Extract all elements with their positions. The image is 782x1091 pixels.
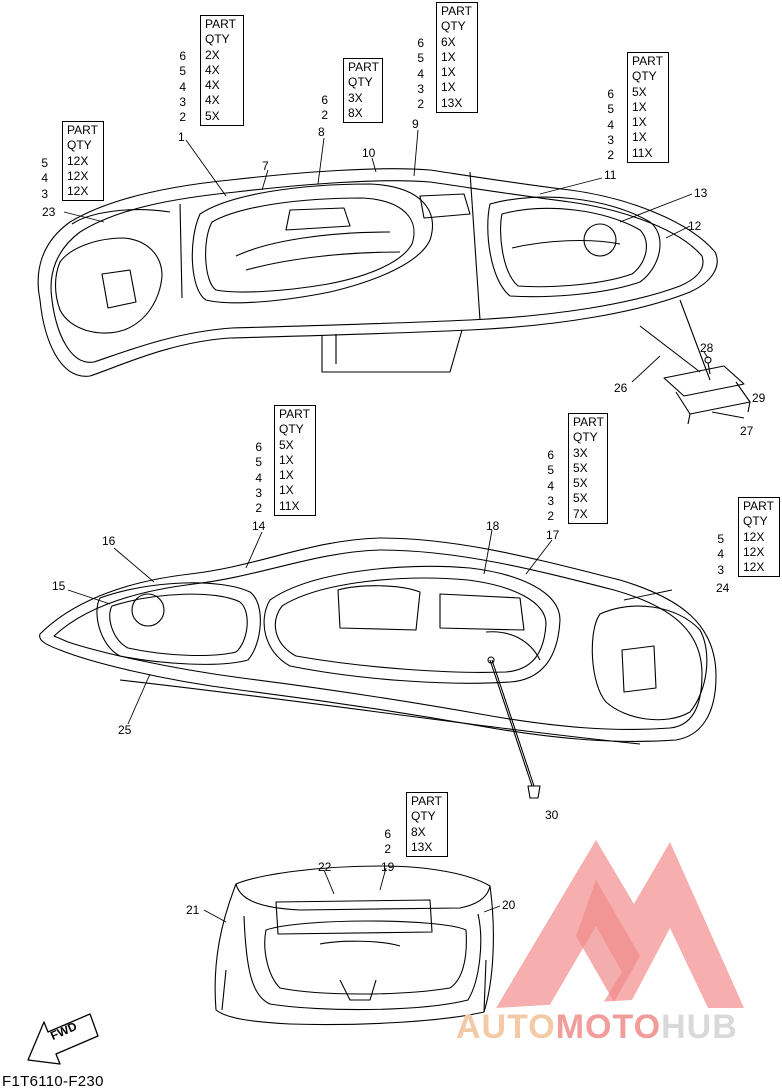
callout-12: 12 [688, 219, 702, 233]
qty-part-numbers-t4: 6 5 4 3 2 [607, 87, 614, 163]
qty-table-t9: PART QTY 8X 13X [406, 792, 448, 858]
leader-lines [63, 129, 745, 923]
fwd-arrow-drawing [27, 1013, 99, 1065]
callout-10: 10 [362, 146, 376, 160]
callout-19: 19 [381, 860, 395, 874]
qty-table-t1: PART QTY 2X 4X 4X 4X 5X [200, 15, 244, 127]
callout-7: 7 [262, 159, 269, 173]
qty-part-numbers-t7: 6 5 4 3 2 [547, 448, 554, 524]
callout-17: 17 [546, 528, 560, 542]
callout-11: 11 [604, 168, 617, 182]
bracket-drawing [663, 356, 751, 425]
callout-1: 1 [178, 130, 185, 144]
rope-drawing [487, 656, 541, 799]
callout-22: 22 [318, 860, 332, 874]
callout-27: 27 [740, 424, 754, 438]
qty-table-t2: PART QTY 3X 8X [343, 58, 383, 124]
watermark-logo [496, 840, 744, 1008]
qty-table-t5: PART QTY 12X 12X 12X [62, 121, 104, 202]
qty-part-numbers-t8: 5 4 3 [717, 532, 724, 577]
callout-26: 26 [614, 381, 628, 395]
upper-deck-drawing [37, 168, 718, 381]
callout-9: 9 [412, 117, 419, 131]
qty-table-t7: PART QTY 3X 5X 5X 5X 7X [568, 413, 608, 525]
callout-8: 8 [318, 125, 325, 139]
callout-21: 21 [186, 903, 200, 917]
qty-table-t3: PART QTY 6X 1X 1X 1X 13X [436, 2, 478, 114]
callout-23: 23 [42, 205, 56, 219]
callout-25: 25 [118, 723, 132, 737]
qty-table-t6: PART QTY 5X 1X 1X 1X 11X [274, 405, 316, 517]
qty-table-t8: PART QTY 12X 12X 12X [738, 497, 780, 578]
callout-20: 20 [502, 898, 516, 912]
watermark-text: AUTOMOTOHUB [456, 1008, 738, 1046]
qty-part-numbers-t6: 6 5 4 3 2 [255, 440, 262, 516]
callout-14: 14 [252, 519, 266, 533]
qty-table-t4: PART QTY 5X 1X 1X 1X 11X [627, 52, 669, 164]
middle-deck-drawing [39, 537, 717, 745]
callout-29: 29 [752, 391, 766, 405]
console-drawing [214, 865, 494, 1026]
qty-part-numbers-t3: 6 5 4 3 2 [417, 36, 424, 112]
callout-28: 28 [700, 341, 714, 355]
qty-part-numbers-t2: 6 2 [321, 93, 328, 123]
callout-16: 16 [102, 534, 116, 548]
callout-15: 15 [52, 579, 66, 593]
callout-30: 30 [545, 808, 559, 822]
callout-13: 13 [694, 186, 708, 200]
figure-code: F1T6110-F230 [2, 1073, 104, 1090]
callout-24: 24 [716, 581, 730, 595]
qty-part-numbers-t5: 5 4 3 [41, 156, 48, 201]
qty-part-numbers-t9: 6 2 [384, 827, 391, 857]
callout-18: 18 [486, 519, 500, 533]
qty-part-numbers-t1: 6 5 4 3 2 [179, 49, 186, 125]
